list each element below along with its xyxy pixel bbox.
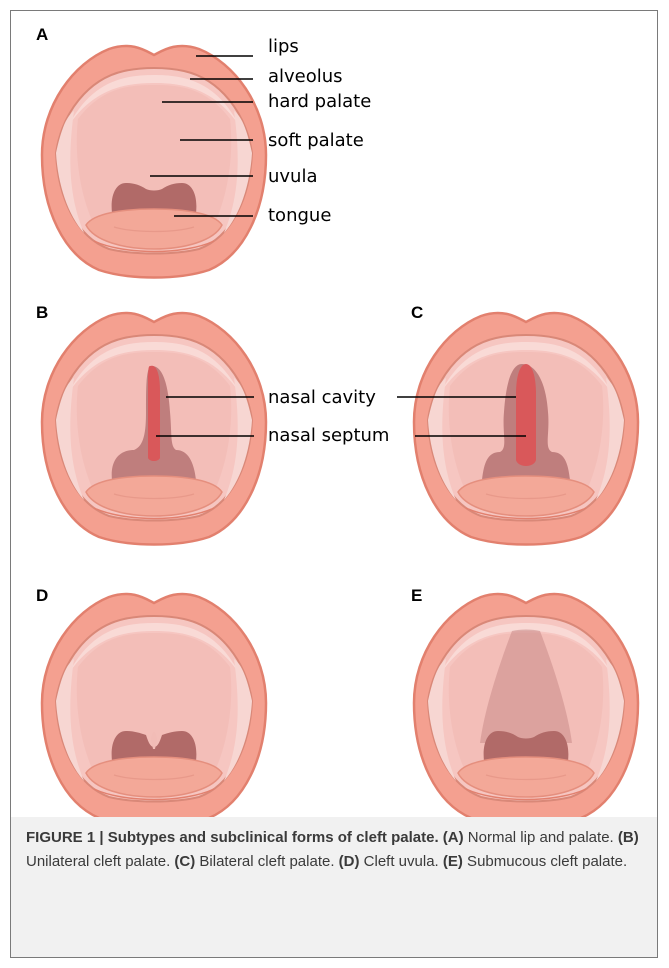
label-soft-palate: soft palate <box>268 130 364 151</box>
caption-text-b: Unilateral cleft palate. <box>26 853 170 870</box>
label-lips: lips <box>268 36 299 57</box>
label-alveolus: alveolus <box>268 66 343 87</box>
mouth-e-submucous <box>414 594 638 826</box>
mouth-a-normal <box>42 46 266 278</box>
panel-label-a: A <box>36 25 48 44</box>
caption-key-e: (E) <box>443 853 463 870</box>
caption-text-c: Bilateral cleft palate. <box>195 853 334 870</box>
label-uvula: uvula <box>268 166 318 187</box>
caption-text-e: Submucous cleft palate. <box>463 853 627 870</box>
mouth-b-unilateral <box>42 313 266 545</box>
caption-title: FIGURE 1 | Subtypes and subclinical form… <box>26 829 439 846</box>
caption-key-c: (C) <box>174 853 195 870</box>
mouth-d-cleft-uvula <box>42 594 266 826</box>
panel-label-d: D <box>36 586 48 605</box>
figure-caption: FIGURE 1 | Subtypes and subclinical form… <box>26 826 644 874</box>
label-nasal-septum: nasal septum <box>268 425 389 446</box>
label-tongue: tongue <box>268 205 331 226</box>
caption-text-a: Normal lip and palate. <box>464 829 614 846</box>
label-nasal-cavity: nasal cavity <box>268 387 376 408</box>
mouth-c-bilateral <box>414 313 638 545</box>
caption-key-d: (D) <box>339 853 360 870</box>
caption-key-a: (A) <box>443 829 464 846</box>
panel-label-b: B <box>36 303 48 322</box>
label-hard-palate: hard palate <box>268 91 371 112</box>
caption-text-d: Cleft uvula. <box>360 853 439 870</box>
panel-label-c: C <box>411 303 423 322</box>
caption-key-b: (B) <box>618 829 639 846</box>
panel-label-e: E <box>411 586 422 605</box>
